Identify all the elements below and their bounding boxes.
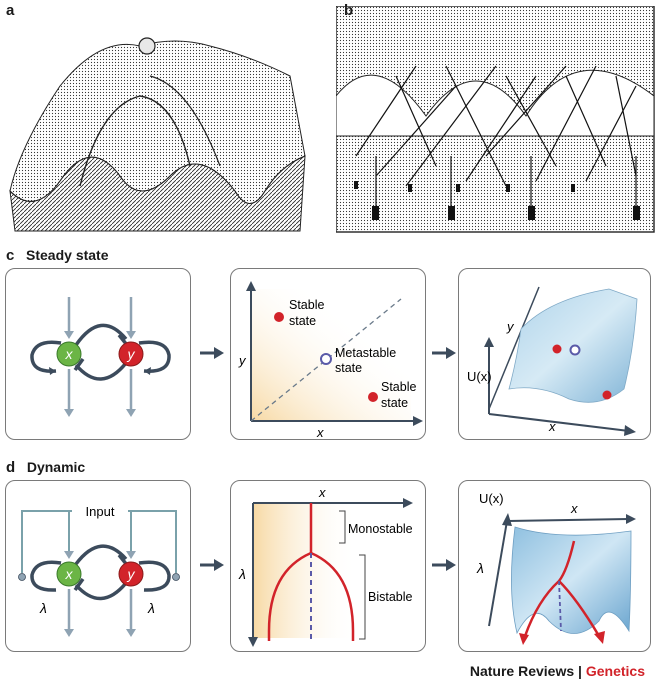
landscape-stable-point <box>552 344 562 354</box>
journal-separator: | <box>574 663 586 679</box>
metastable-line2: state <box>335 361 362 375</box>
stable-bottom-line2: state <box>381 396 408 410</box>
panel-d-title: Dynamic <box>26 459 86 475</box>
landscape-axis-y: y <box>506 319 515 334</box>
input-network-diagram: Input x y λ λ <box>18 502 180 637</box>
dynamic-landscape-box: U(x) x λ <box>458 480 651 652</box>
stable-state-bottom-point <box>368 392 378 402</box>
flow-arrow-icon <box>432 559 456 571</box>
phase-plot: y x Stable state Metastable state Stable… <box>238 281 423 440</box>
node-y-label: y <box>127 346 136 362</box>
journal-credit: Nature Reviews | Genetics <box>470 663 645 679</box>
journal-section: Genetics <box>585 663 645 679</box>
dyn-axis-u: U(x) <box>479 491 504 506</box>
phase-axis-x: x <box>316 425 324 440</box>
node-x-label: x <box>65 566 74 582</box>
flow-arrow-icon <box>432 347 456 359</box>
dyn-axis-x: x <box>570 501 578 516</box>
ball-icon <box>138 37 156 55</box>
journal-name: Nature Reviews <box>469 663 575 679</box>
monostable-label: Monostable <box>348 522 413 536</box>
phase-axis-y: y <box>238 353 247 368</box>
panel-d-letter: d <box>6 459 16 476</box>
lambda-left-label: λ <box>39 600 47 616</box>
flow-arrow-icon <box>200 559 224 571</box>
panel-a-letter: a <box>6 2 15 19</box>
bifurcation-diagram: x λ Monostable Bistable <box>238 485 413 647</box>
panel-c-letter: c <box>6 247 15 264</box>
dyn-axis-lambda: λ <box>476 560 484 576</box>
input-label: Input <box>86 504 115 519</box>
panel-c-title: Steady state <box>26 247 109 263</box>
bifurcation-box: x λ Monostable Bistable <box>230 480 426 652</box>
landscape-pegs-illustration <box>336 6 655 233</box>
metastable-line1: Metastable <box>335 346 396 360</box>
landscape-axis-x: x <box>548 419 556 434</box>
steady-network-box: x y <box>5 268 191 440</box>
dynamic-network-box: Input x y λ λ <box>5 480 191 652</box>
steady-phase-box: y x Stable state Metastable state Stable… <box>230 268 426 440</box>
lambda-right-label: λ <box>147 600 155 616</box>
stable-top-line2: state <box>289 314 316 328</box>
metastable-point <box>320 353 332 365</box>
dynamic-landscape-3d: U(x) x λ <box>476 491 636 645</box>
flow-arrow-icon <box>200 347 224 359</box>
waddington-landscape-illustration <box>9 37 306 232</box>
stable-bottom-line1: Stable <box>381 380 416 394</box>
stable-state-top-point <box>274 312 284 322</box>
panel-d-heading: d Dynamic <box>6 459 85 476</box>
landscape-axis-u: U(x) <box>467 369 492 384</box>
stable-top-line1: Stable <box>289 298 324 312</box>
node-x-label: x <box>65 346 74 362</box>
potential-landscape-3d: y U(x) x <box>467 286 638 436</box>
bif-axis-x: x <box>318 485 326 500</box>
mutual-repression-network: x y <box>30 297 171 417</box>
bif-axis-lambda: λ <box>238 566 246 582</box>
steady-landscape-box: y U(x) x <box>458 268 651 440</box>
node-y-label: y <box>127 566 136 582</box>
bistable-label: Bistable <box>368 590 413 604</box>
panel-c-heading: c Steady state <box>6 247 109 264</box>
landscape-stable-point <box>602 390 612 400</box>
landscape-metastable-point <box>569 344 581 356</box>
